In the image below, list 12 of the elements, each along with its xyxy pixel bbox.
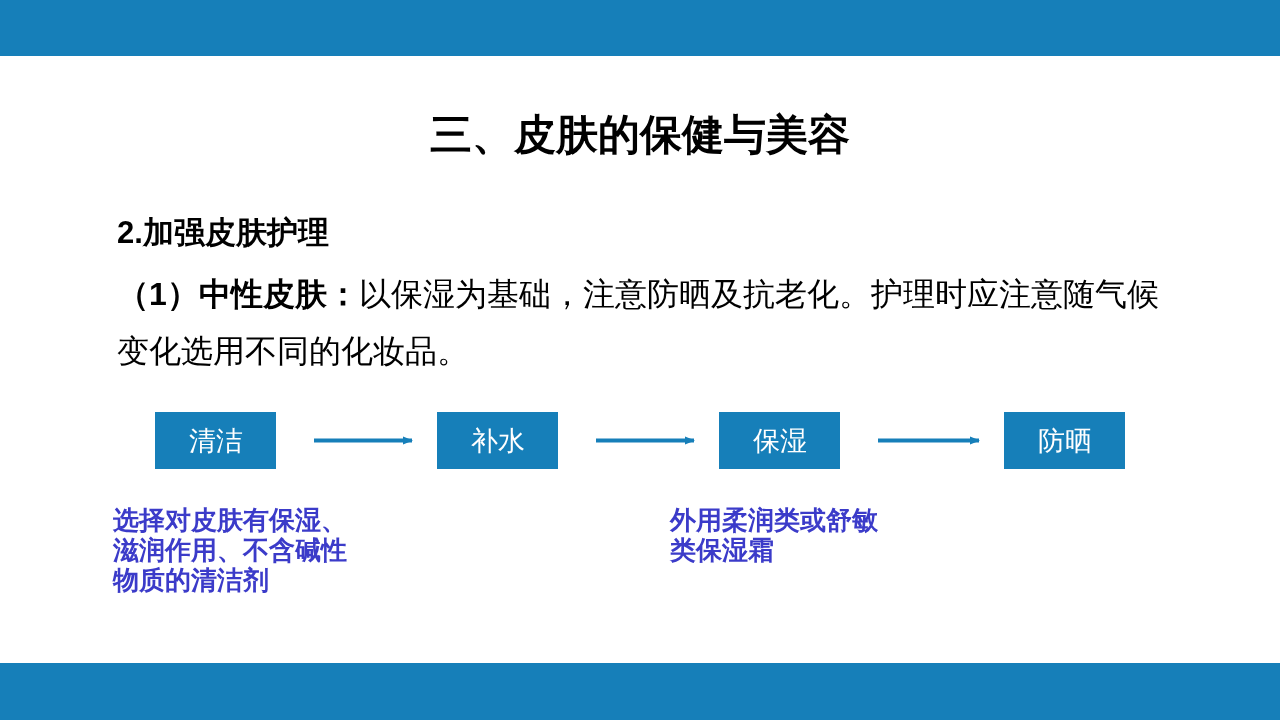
arrow bbox=[878, 436, 980, 445]
slide-title: 三、皮肤的保健与美容 bbox=[429, 110, 851, 160]
note-text: 外用柔润类或舒敏类保湿霜 bbox=[670, 505, 879, 565]
note-text: 选择对皮肤有保湿、滋润作用、不含碱性物质的清洁剂 bbox=[113, 505, 348, 595]
step-box: 防晒 bbox=[1004, 412, 1125, 469]
body-text: （1）中性皮肤：以保湿为基础，注意防晒及抗老化。护理时应注意随气候变化选用不同的化妆品。 bbox=[117, 275, 1160, 371]
step-box: 补水 bbox=[437, 412, 558, 469]
arrow bbox=[314, 436, 413, 445]
step-box: 保湿 bbox=[719, 412, 840, 469]
step-box: 清洁 bbox=[155, 412, 276, 469]
arrow bbox=[596, 436, 695, 445]
section-heading: 2.加强皮肤护理 bbox=[117, 214, 330, 252]
